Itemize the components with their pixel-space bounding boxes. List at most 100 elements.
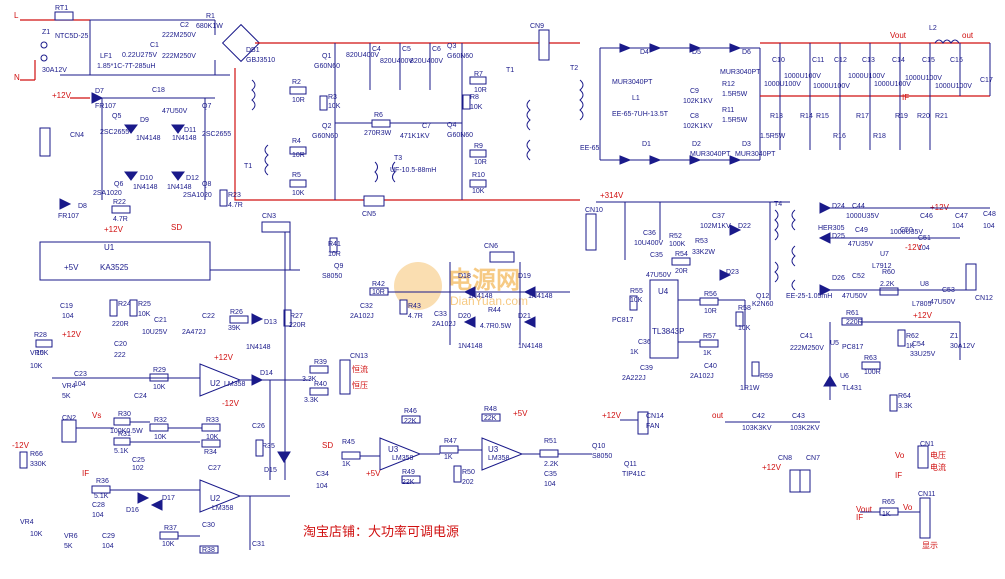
watermark-name: 电源网 xyxy=(448,267,520,294)
label-l1: L1 xyxy=(632,95,640,102)
label-q5-val: 2SC2655 xyxy=(100,129,129,136)
label-c50: C50 xyxy=(900,227,913,234)
label-r42: R42 xyxy=(372,281,385,288)
r60-resistor xyxy=(879,287,899,296)
label-if-cn1: IF xyxy=(895,471,902,480)
label-r5: R5 xyxy=(292,172,301,179)
watermark: 电源网 DianYuan.com xyxy=(394,262,528,310)
label-c29-val: 104 xyxy=(102,543,114,550)
label-d12-val: 1N4148 xyxy=(167,184,192,191)
label-c22: C22 xyxy=(202,313,215,320)
label-u2b: U2 xyxy=(210,494,221,503)
label-r38: R38 xyxy=(202,547,215,554)
r8-resistor xyxy=(462,94,471,110)
label-L: L xyxy=(14,11,19,20)
label-c52: C52 xyxy=(852,273,865,280)
label-plus5-u1: +5V xyxy=(64,263,79,272)
cn14-fan-connector xyxy=(637,411,649,435)
input-wires xyxy=(60,19,230,76)
label-r52: R52 xyxy=(669,233,682,240)
label-r7: R7 xyxy=(474,71,483,78)
label-cn1-a: 电压 xyxy=(930,450,946,460)
label-c15-val: 1000U100V xyxy=(905,75,942,82)
label-c22-val: 2A472J xyxy=(182,329,206,336)
bridge-section: 820U400V C4 820U400V C5 820U400V C6 Q1 G… xyxy=(244,23,550,218)
label-u6-val: TL431 xyxy=(842,385,862,392)
label-r52-val: 100K xyxy=(669,241,686,248)
label-c12: C12 xyxy=(834,57,847,64)
label-d15: D15 xyxy=(264,467,277,474)
label-c42-val: 103K3KV xyxy=(742,425,772,432)
label-r2: R2 xyxy=(292,79,301,86)
label-c15: C15 xyxy=(922,57,935,64)
label-cn6: CN6 xyxy=(484,243,498,250)
label-d9: D9 xyxy=(140,117,149,124)
label-u2a: U2 xyxy=(210,379,221,388)
label-c8: C8 xyxy=(690,113,699,120)
label-vr6: VR6 xyxy=(64,533,78,540)
label-vr5: VR5 xyxy=(30,350,44,357)
r38-resistor xyxy=(199,545,219,554)
label-c4-val: 820U400V xyxy=(346,52,379,59)
u2b-opamp xyxy=(199,479,242,513)
label-ee65: EE-65 xyxy=(580,145,600,152)
label-c34: C34 xyxy=(316,471,329,478)
shop-note: 淘宝店铺：大功率可调电源 xyxy=(303,524,459,539)
label-vs: Vs xyxy=(92,411,101,420)
label-c43-val: 103K2KV xyxy=(790,425,820,432)
label-r48: R48 xyxy=(484,406,497,413)
driver-rail xyxy=(101,97,215,200)
label-c49: C49 xyxy=(855,227,868,234)
u1-ka3525-chip xyxy=(39,241,211,281)
label-r19: R19 xyxy=(895,113,908,120)
label-r16: R16 xyxy=(833,133,846,140)
label-c35-val: 47U50V xyxy=(646,272,672,279)
label-q4: Q4 xyxy=(447,122,456,129)
label-r31-val: 5.1K xyxy=(114,448,129,455)
r32-resistor xyxy=(149,423,169,432)
label-r37-val: 10K xyxy=(162,541,175,548)
d12-diode-icon xyxy=(171,171,185,181)
label-c37-val: 102M1KV xyxy=(700,223,731,230)
label-if-ctrl: IF xyxy=(82,469,89,478)
r51-resistor xyxy=(539,449,559,458)
label-r11: R11 xyxy=(722,107,734,114)
t3-transformer xyxy=(374,161,396,183)
label-q7-val: 2SC2655 xyxy=(202,131,231,138)
label-mur-c: MUR3040PT xyxy=(690,151,731,158)
r35-resistor xyxy=(255,439,264,457)
label-r29-val: 10K xyxy=(153,384,166,391)
label-r47-val: 1K xyxy=(444,454,453,461)
r62-resistor xyxy=(897,329,906,347)
r24-resistor xyxy=(109,299,118,317)
label-r63: R63 xyxy=(864,355,877,362)
label-d11: D11 xyxy=(184,127,196,134)
cn3-connector xyxy=(261,221,291,233)
label-minus12-aux: -12V xyxy=(905,243,923,252)
label-z1: Z1 xyxy=(42,29,50,36)
label-q12-val: K2N60 xyxy=(752,301,774,308)
label-vr5-val: 10K xyxy=(30,363,43,370)
label-r27: R27 xyxy=(290,313,303,320)
label-c14-val: 1000U100V xyxy=(874,81,911,88)
label-vr4-val: 5K xyxy=(62,393,71,400)
d26-diode-icon xyxy=(819,284,832,296)
label-r8: R8 xyxy=(470,94,479,101)
label-cn13-a: 恒流 xyxy=(352,364,368,374)
label-r1: R1 xyxy=(206,13,215,20)
label-c13: C13 xyxy=(862,57,875,64)
label-q1: Q1 xyxy=(322,53,331,60)
label-c35: C35 xyxy=(650,252,663,259)
label-c52-val: 47U50V xyxy=(842,293,868,300)
label-q2: Q2 xyxy=(322,123,331,130)
label-r-snub: 1.5R5W xyxy=(760,133,786,140)
label-d5: D5 xyxy=(692,49,701,56)
label-c44: C44 xyxy=(852,203,865,210)
label-c32-val: 2A102J xyxy=(350,313,374,320)
label-c28-val: 104 xyxy=(92,512,104,519)
label-db1: DB1 xyxy=(246,47,260,54)
label-c5: C5 xyxy=(402,46,411,53)
label-r33-val: 10K xyxy=(206,434,219,441)
label-r4: R4 xyxy=(292,138,301,145)
